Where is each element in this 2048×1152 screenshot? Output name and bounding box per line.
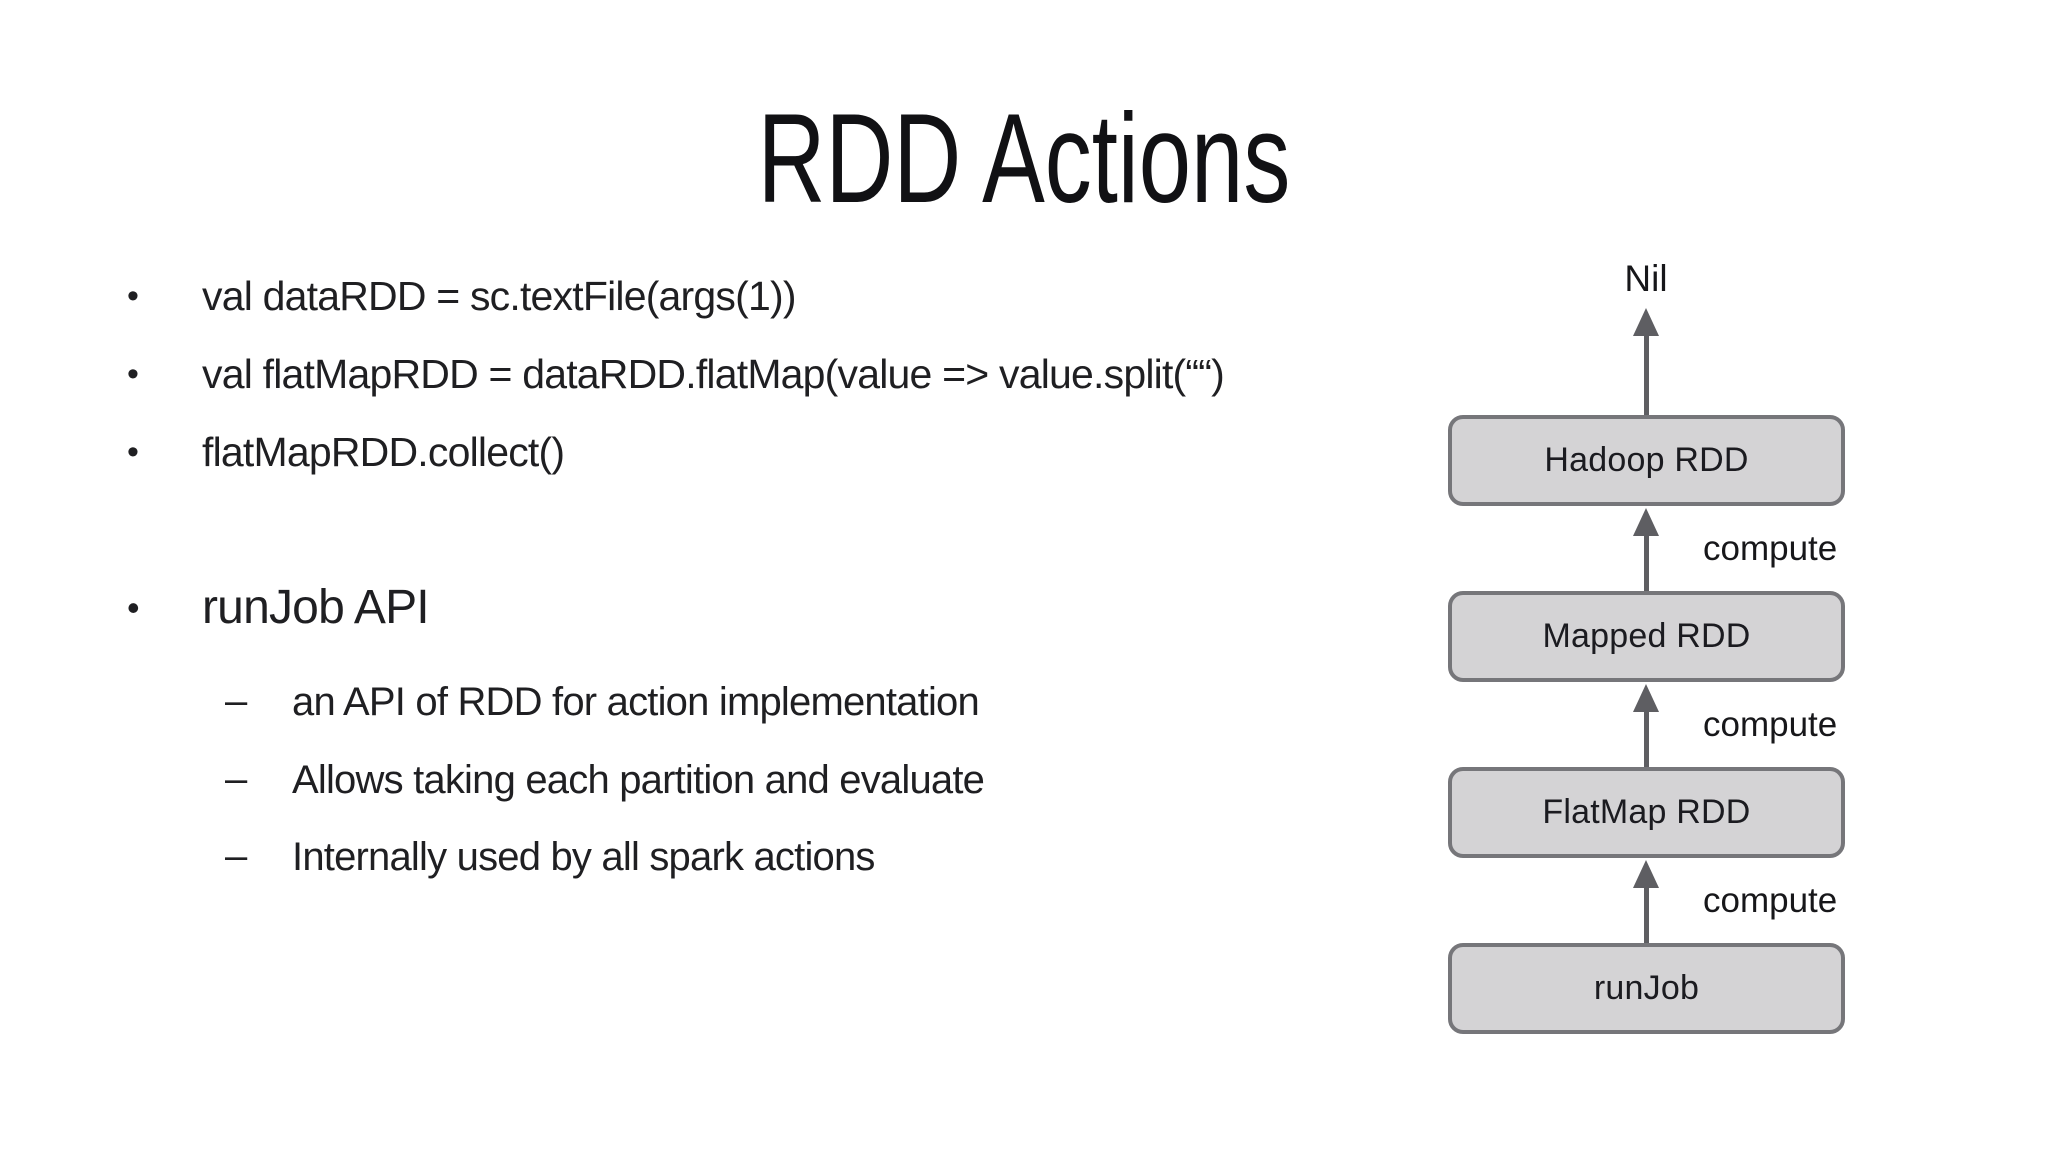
edge-label-compute: compute: [1703, 881, 1838, 920]
bullet-item: • runJob API: [127, 580, 430, 636]
diagram-node-label: runJob: [1593, 969, 1700, 1007]
arrow-shaft: [1644, 710, 1649, 768]
sub-bullet-text: Allows taking each partition and evaluat…: [292, 758, 985, 802]
diagram-node-label: Mapped RDD: [1542, 617, 1751, 655]
diagram-node-hadoop-rdd: Hadoop RDD: [1448, 415, 1845, 506]
diagram-nil-label: Nil: [1624, 258, 1668, 299]
diagram-node-label: Hadoop RDD: [1544, 441, 1749, 479]
slide-title-text: RDD Actions: [757, 87, 1291, 229]
sub-bullet-text: an API of RDD for action implementation: [292, 680, 980, 724]
arrow-up-icon: [1633, 308, 1659, 336]
dash-marker: –: [225, 757, 247, 801]
diagram-node-runjob: runJob: [1448, 943, 1845, 1034]
arrow-up-icon: [1633, 508, 1659, 536]
arrow-shaft: [1644, 334, 1649, 416]
sub-bullet-text: Internally used by all spark actions: [292, 835, 875, 879]
bullet-text: flatMapRDD.collect(): [202, 429, 565, 475]
bullet-text: val flatMapRDD = dataRDD.flatMap(value =…: [202, 351, 1225, 397]
bullet-marker: •: [127, 355, 139, 393]
sub-bullet-item: – Internally used by all spark actions: [225, 833, 875, 881]
bullet-item: • flatMapRDD.collect(): [127, 428, 565, 476]
bullet-text: runJob API: [202, 581, 430, 634]
sub-bullet-item: – Allows taking each partition and evalu…: [225, 756, 985, 804]
dash-marker: –: [225, 679, 247, 723]
arrow-shaft: [1644, 534, 1649, 592]
dash-marker: –: [225, 834, 247, 878]
diagram-node-flatmap-rdd: FlatMap RDD: [1448, 767, 1845, 858]
edge-label-compute: compute: [1703, 705, 1838, 744]
arrow-shaft: [1644, 886, 1649, 944]
diagram-node-label: FlatMap RDD: [1542, 793, 1751, 831]
edge-label-compute: compute: [1703, 529, 1838, 568]
bullet-item: • val flatMapRDD = dataRDD.flatMap(value…: [127, 350, 1225, 398]
diagram-node-mapped-rdd: Mapped RDD: [1448, 591, 1845, 682]
bullet-text: val dataRDD = sc.textFile(args(1)): [202, 273, 796, 319]
bullet-marker: •: [127, 587, 140, 628]
bullet-marker: •: [127, 277, 139, 315]
bullet-item: • val dataRDD = sc.textFile(args(1)): [127, 272, 796, 320]
arrow-up-icon: [1633, 684, 1659, 712]
slide-title: RDD Actions: [0, 95, 2048, 222]
sub-bullet-item: – an API of RDD for action implementatio…: [225, 678, 980, 726]
arrow-up-icon: [1633, 860, 1659, 888]
bullet-marker: •: [127, 433, 139, 471]
